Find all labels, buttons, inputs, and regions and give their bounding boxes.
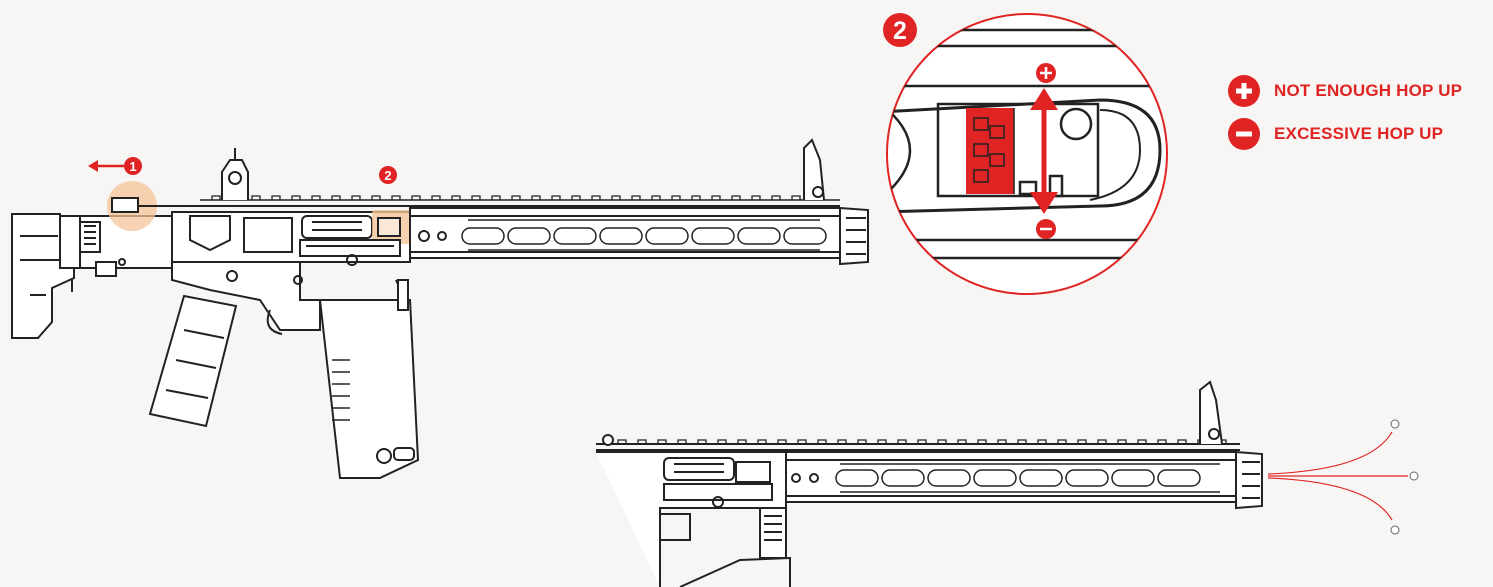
legend-plus-row: NOT ENOUGH HOP UP xyxy=(1228,75,1462,107)
muzzle-device xyxy=(839,206,869,266)
adjust-arrow xyxy=(1030,63,1058,239)
step-2-callout: 2 xyxy=(379,166,397,184)
legend-minus-label: EXCESSIVE HOP UP xyxy=(1274,124,1444,143)
hop-up-zoom-view: 2 xyxy=(883,13,1168,295)
hop-up-wheel xyxy=(966,108,1015,194)
minus-circle-icon xyxy=(1228,118,1260,150)
zoom-step-number: 2 xyxy=(893,17,907,45)
magazine xyxy=(318,299,420,479)
rifle-full-view xyxy=(11,138,869,479)
front-sight xyxy=(803,138,825,201)
left-arrow-icon xyxy=(88,160,98,172)
pistol-grip xyxy=(148,294,238,428)
lower-receiver xyxy=(171,261,321,331)
bb-trajectories xyxy=(1267,431,1408,521)
step-1-callout: 1 xyxy=(88,157,142,175)
rifle-trajectory-view xyxy=(596,380,1263,587)
rear-sight xyxy=(221,159,249,200)
trajectory-end-markers xyxy=(1390,419,1419,535)
zoom-step-badge xyxy=(883,13,917,47)
step-1-badge xyxy=(124,157,142,175)
legend-minus-row: EXCESSIVE HOP UP xyxy=(1228,118,1443,150)
trajectory-high xyxy=(1267,431,1393,475)
step-1-number: 1 xyxy=(129,159,136,174)
legend-plus-label: NOT ENOUGH HOP UP xyxy=(1274,81,1463,100)
step-2-badge xyxy=(379,166,397,184)
step-2-number: 2 xyxy=(384,168,391,183)
plus-circle-icon xyxy=(1228,75,1260,107)
trajectory-low xyxy=(1267,477,1393,521)
